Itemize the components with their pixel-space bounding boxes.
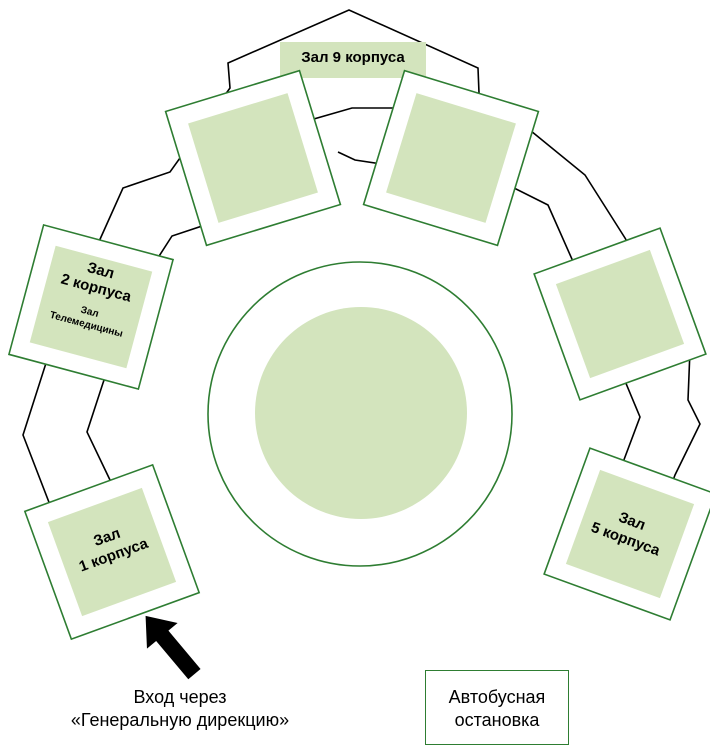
hall-9-label: Зал 9 корпуса <box>301 49 405 66</box>
bus-stop-caption: Автобусная остановка <box>425 686 569 731</box>
bus-stop-line2: остановка <box>454 709 540 730</box>
hall-fill-top-left <box>188 93 318 223</box>
hall-9-label-box <box>280 42 426 78</box>
entrance-arrow-icon <box>145 615 201 680</box>
hall-5-fill <box>565 469 695 599</box>
hall-fill-top-right <box>386 93 516 223</box>
hall-1-fill <box>47 487 177 617</box>
entrance-caption-line2: «Генеральную дирекцию» <box>70 709 290 730</box>
entrance-caption: Вход через «Генеральную дирекцию» <box>30 686 330 731</box>
hall-2-fill <box>29 245 153 369</box>
central-circle-fill <box>255 307 467 519</box>
entrance-caption-line1: Вход через <box>133 687 227 707</box>
bus-stop-line1: Автобусная <box>448 687 546 707</box>
hall-fill-right <box>555 249 685 379</box>
